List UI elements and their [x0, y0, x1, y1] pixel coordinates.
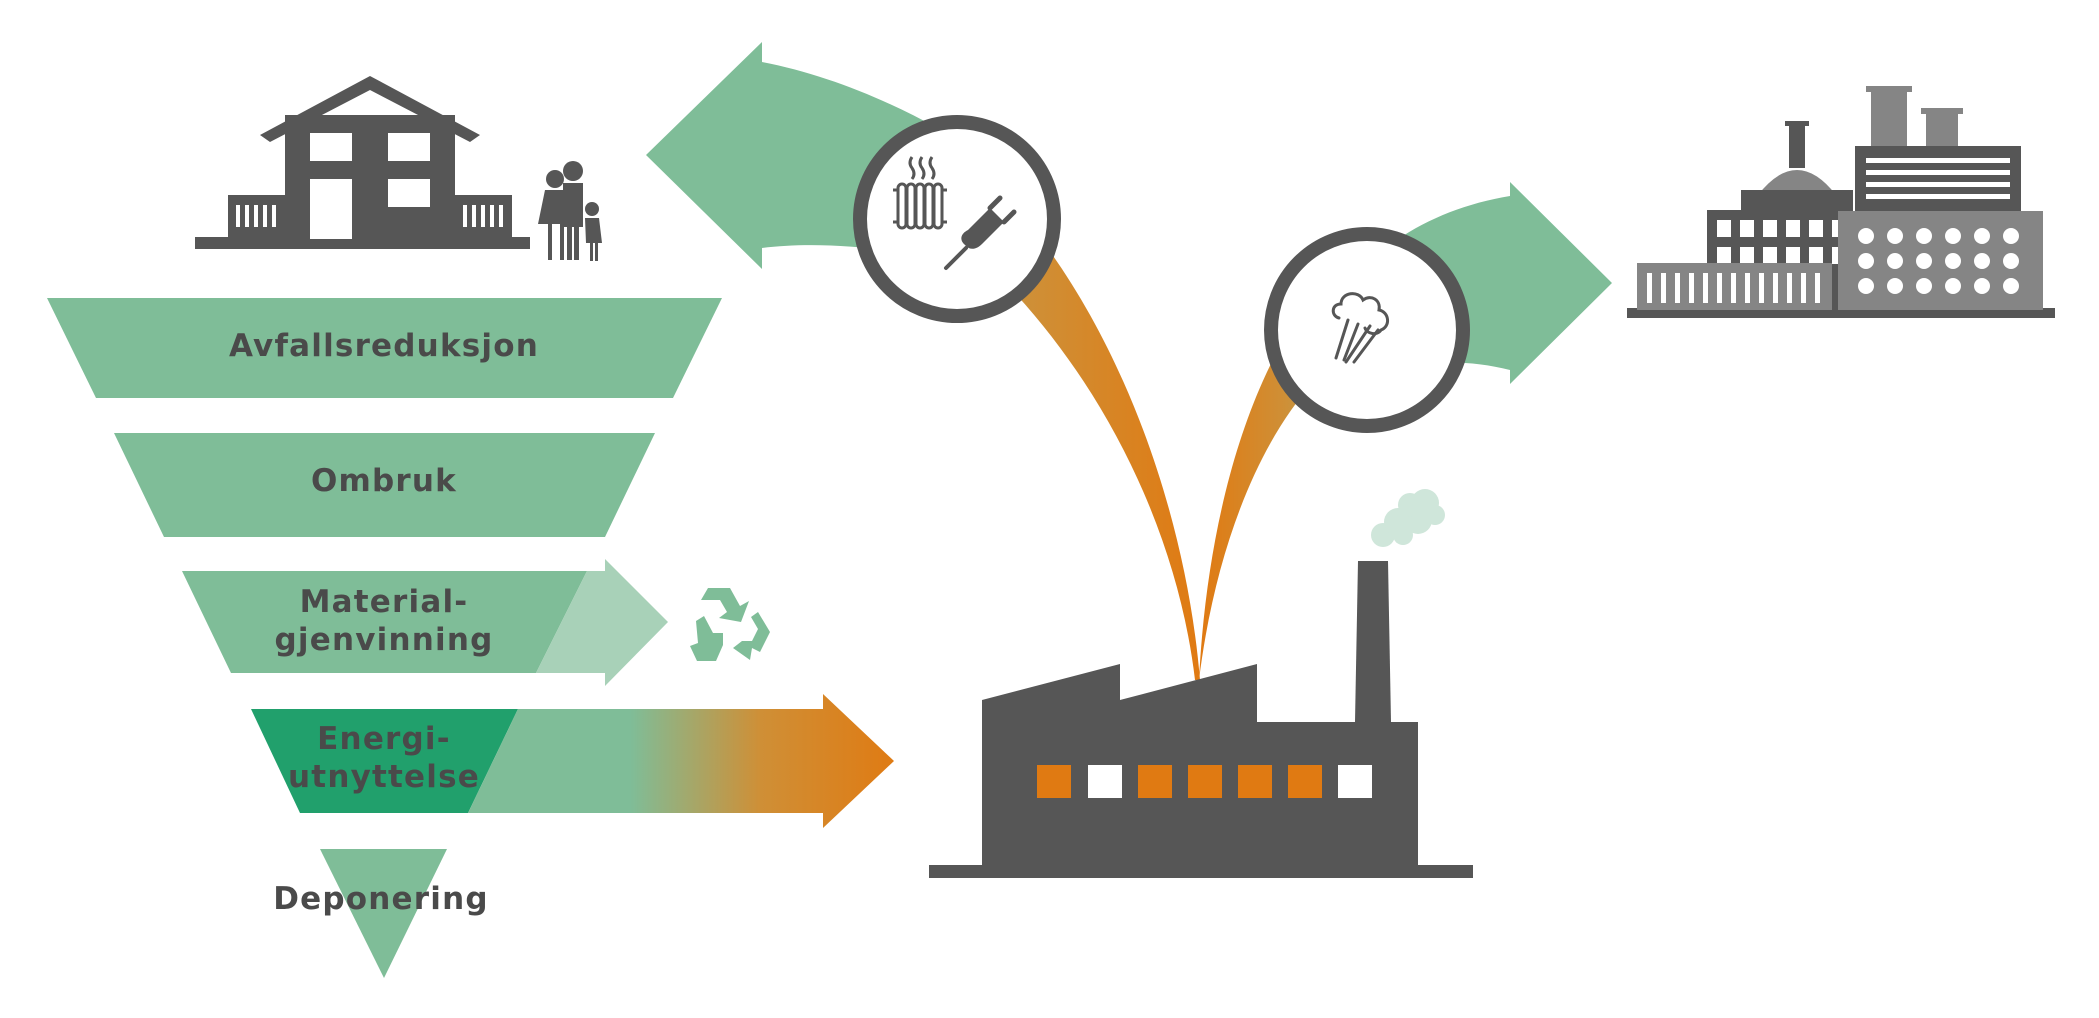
plant-windows	[1037, 765, 1372, 798]
tier-energiutnyttelse-band	[251, 709, 518, 813]
steam-flow-curve	[1199, 350, 1330, 680]
steam-icon	[1331, 292, 1389, 364]
heat-power-circle	[853, 115, 1061, 323]
tier-ombruk-band	[114, 433, 655, 537]
recycle-icon	[690, 588, 770, 661]
family-icon	[538, 161, 602, 261]
tier-deponering-band	[320, 849, 447, 978]
industrial-building-icon	[1627, 86, 2055, 318]
materialgjenvinning-arrow	[536, 559, 668, 686]
radiator-icon	[893, 156, 947, 230]
tier-avfallsreduksjon-label: Avfallsreduksjon	[229, 328, 539, 364]
electric-plug-icon	[944, 195, 1017, 270]
smoke-cloud-icon	[1371, 489, 1445, 547]
tier-deponering-label: Deponering	[273, 881, 489, 917]
tier-energiutnyttelse-label-line1: Energi-	[317, 721, 451, 757]
steam-circle	[1264, 227, 1470, 433]
tier-materialgjenvinning-label-line2: gjenvinning	[275, 622, 494, 658]
waste-to-energy-plant-icon	[929, 489, 1473, 878]
tier-energiutnyttelse-label-line2: utnyttelse	[288, 759, 480, 795]
tier-materialgjenvinning-label-line1: Material-	[300, 584, 469, 620]
house-icon	[195, 76, 530, 249]
tier-avfallsreduksjon-band	[47, 298, 722, 398]
tier-materialgjenvinning-band	[182, 571, 587, 673]
tier-ombruk-label: Ombruk	[311, 463, 457, 499]
energiutnyttelse-arrow	[468, 694, 894, 828]
